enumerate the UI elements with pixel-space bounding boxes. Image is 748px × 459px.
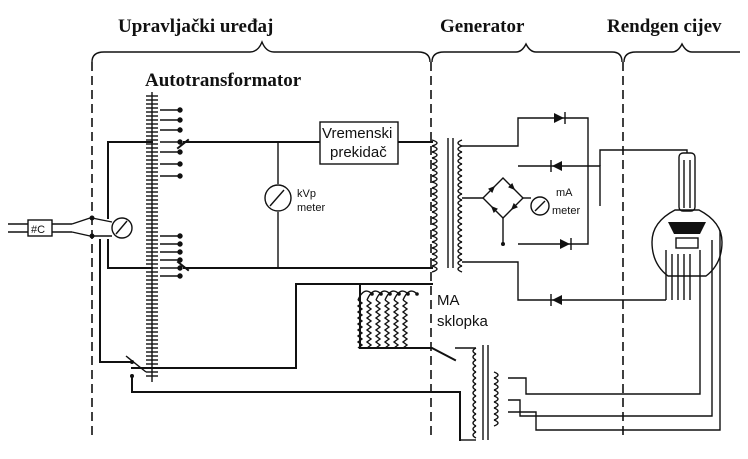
diode-icon bbox=[554, 112, 566, 124]
xray-tube-icon bbox=[588, 149, 723, 301]
diode-icon bbox=[560, 238, 572, 250]
timer-label-line1: Vremenski bbox=[322, 125, 392, 142]
ma-switch-rheostats bbox=[356, 290, 419, 349]
control-unit-wiring bbox=[99, 138, 461, 441]
kvp-meter-label-line2: meter bbox=[297, 202, 325, 214]
ma-meter-icon bbox=[530, 196, 550, 216]
ma-meter-label-line1: mA bbox=[556, 187, 573, 199]
section-heading-generator: Generator bbox=[440, 16, 525, 37]
high-voltage-transformer bbox=[431, 117, 589, 301]
autotransformer bbox=[146, 92, 183, 382]
kvp-meter-icon bbox=[264, 184, 292, 212]
bridge-rectifier bbox=[462, 177, 531, 246]
svg-text:#C: #C bbox=[31, 224, 45, 236]
ma-switch-label-line1: MA bbox=[437, 292, 460, 309]
power-plug-icon: #C bbox=[8, 219, 72, 237]
main-switch-icon bbox=[71, 215, 133, 239]
ma-meter-label-line2: meter bbox=[552, 205, 580, 217]
section-heading-xray-tube: Rendgen cijev bbox=[607, 16, 722, 37]
filament-transformer bbox=[455, 230, 721, 441]
timer-label-line2: prekidač bbox=[330, 144, 387, 161]
timer-switch: Vremenski prekidač bbox=[319, 121, 399, 165]
section-brackets bbox=[91, 40, 740, 440]
ma-switch-label-line2: sklopka bbox=[437, 313, 489, 330]
autotransformer-label: Autotransformator bbox=[145, 70, 302, 91]
diode-icon bbox=[550, 294, 562, 306]
section-heading-control-unit: Upravljački uređaj bbox=[118, 16, 273, 37]
kvp-meter-label-line1: kVp bbox=[297, 188, 316, 200]
